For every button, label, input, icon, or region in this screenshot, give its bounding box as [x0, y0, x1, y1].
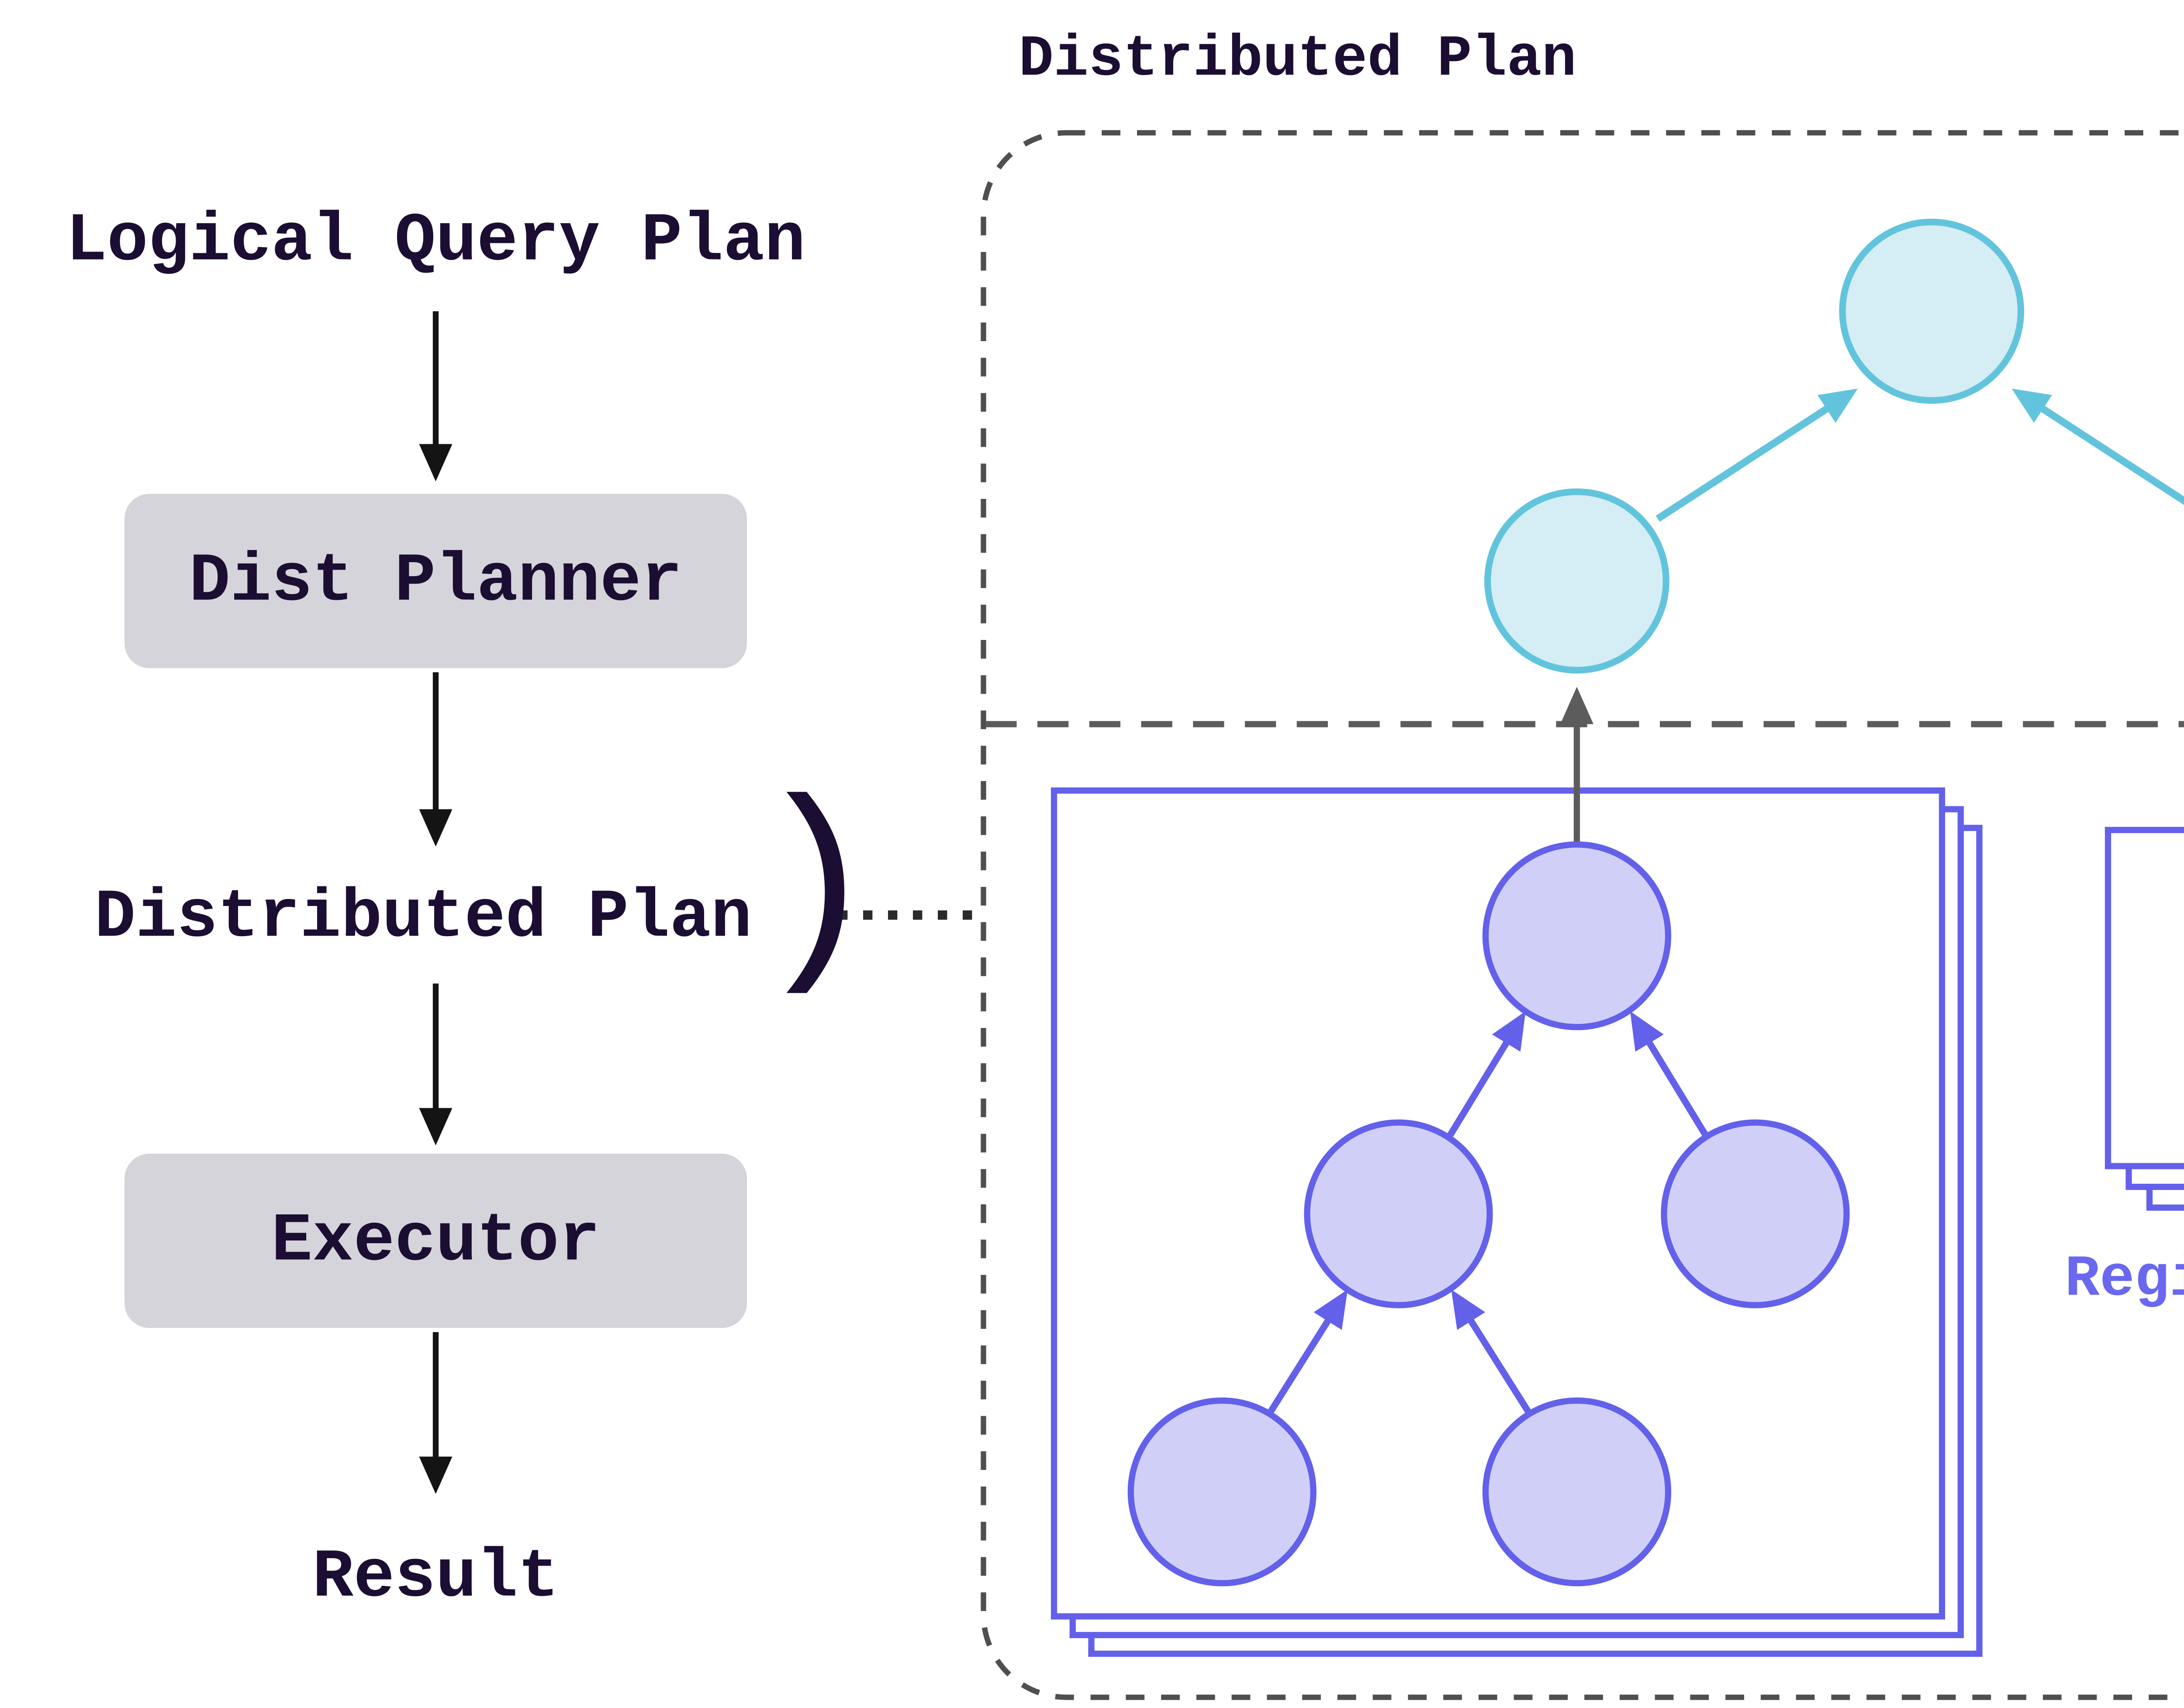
- edge-midleft-to-top-arrow: [1447, 1011, 1526, 1137]
- edge-midright-to-top-arrow: [1630, 1011, 1708, 1137]
- result-label: Result: [312, 1539, 559, 1617]
- executor-box-label: Executor: [271, 1202, 600, 1279]
- datanode-left-bottom-right-node: [1482, 1397, 1672, 1587]
- edge-frontend-right-to-root-arrow: [2011, 388, 2184, 505]
- datanode-left-mid-right-node: [1661, 1119, 1850, 1308]
- datanode-left-top-node: [1482, 841, 1672, 1030]
- distributed-plan-container-title: Distributed Plan: [1019, 29, 1577, 93]
- edge-bottomright-to-midleft-arrow: [1451, 1289, 1532, 1415]
- frontend-left-node: [1484, 488, 1669, 674]
- regions-label: Regions: [2065, 1249, 2184, 1314]
- dist-planner-box-label: Dist Planner: [189, 543, 682, 619]
- edge-bottomleft-to-midleft-arrow: [1267, 1289, 1348, 1415]
- frontend-root-node: [1839, 218, 2025, 404]
- datanode-left-bottom-left-node: [1127, 1397, 1317, 1587]
- datanode-left-mid-left-node: [1304, 1119, 1493, 1308]
- executor-box: Executor: [124, 1154, 747, 1328]
- logical-query-plan-title: Logical Query Plan: [66, 203, 806, 280]
- distributed-plan-label: Distributed Plan: [94, 880, 752, 957]
- right-region-stack-front: [2105, 826, 2184, 1169]
- distributed-plan-container: [981, 130, 2184, 1700]
- plan-label-brace: ): [751, 770, 881, 1015]
- dist-planner-box: Dist Planner: [124, 494, 747, 668]
- edge-frontend-left-to-root-arrow: [1655, 388, 1858, 522]
